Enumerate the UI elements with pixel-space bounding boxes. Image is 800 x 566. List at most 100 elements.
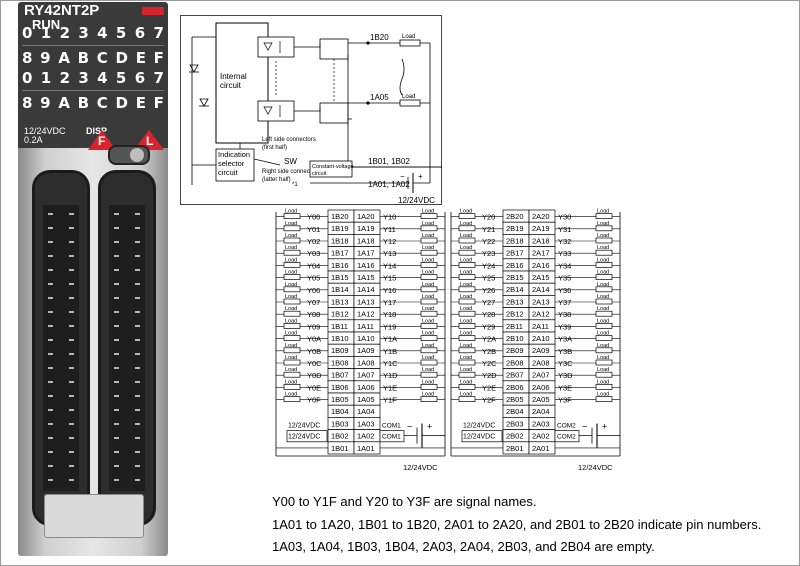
pin-number: 1A04 [357, 407, 375, 416]
transistor-icon [319, 102, 349, 124]
pin-number: 1A10 [357, 334, 375, 343]
signal-name: Y3B [558, 347, 572, 356]
connector-pin [114, 311, 119, 313]
pin-number: 2B12 [506, 310, 524, 319]
com-label: COM1 [382, 423, 401, 430]
pin-number: 1A07 [357, 371, 375, 380]
io-led: E [135, 94, 146, 112]
left-side-label-2: (first half) [262, 145, 287, 151]
supply-label: 12/24VDC [288, 434, 320, 441]
module-current: 0.2A [24, 135, 43, 145]
pin-number: 1B02 [331, 432, 349, 441]
load-label: Load [422, 282, 434, 288]
signal-name: Y38 [558, 310, 571, 319]
module-model: RY42NT2P [24, 2, 100, 19]
load-resistor-icon [595, 237, 613, 244]
load-resistor-icon [595, 274, 613, 280]
load-label: Load [460, 233, 472, 239]
pin-number: 2A03 [532, 419, 550, 428]
connector-pin [48, 409, 53, 411]
signal-name: Y0B [307, 347, 321, 356]
signal-name: Y22 [482, 237, 495, 246]
pin-number: 2A10 [532, 334, 550, 343]
connector-pin [135, 227, 140, 229]
load-label: Load [460, 318, 472, 324]
indication-label: Indication [218, 150, 250, 159]
io-led: F [153, 49, 164, 67]
load-label: Load [460, 392, 472, 398]
pin-number: 2A07 [532, 371, 550, 380]
supply-label: 12/24VDC [463, 434, 495, 441]
load-resistor-icon [283, 310, 301, 317]
pin-number: 1A05 [357, 395, 375, 404]
io-led: 3 [78, 24, 89, 42]
signal-name: Y00 [307, 213, 320, 222]
led-icon [199, 98, 209, 107]
connector-pin [48, 479, 53, 481]
load-resistor-icon [283, 396, 301, 402]
load-label: Load [597, 282, 609, 288]
pin-number: 2A12 [532, 310, 550, 319]
connector-pin [69, 339, 74, 341]
load-resistor-icon [420, 347, 438, 354]
io-led: 8 [22, 94, 33, 112]
load-resistor-icon [283, 371, 301, 378]
pin-number: 1B09 [331, 346, 349, 355]
pin-number: 1B07 [331, 371, 349, 380]
load-resistor-icon [283, 335, 301, 341]
load-label: Load [422, 294, 434, 300]
load-label: Load [422, 306, 434, 312]
disp-switch[interactable] [108, 145, 150, 165]
connector-pin [114, 409, 119, 411]
connector-pin [69, 465, 74, 467]
pin-number: 2A16 [532, 261, 550, 270]
pin-number: 2A08 [532, 358, 550, 367]
connector-pin [135, 465, 140, 467]
constant-voltage-box [309, 160, 353, 178]
load-resistor-icon [399, 39, 421, 47]
connector-pin [69, 423, 74, 425]
pin-number: 2B01 [506, 444, 524, 453]
minus-sign: − [400, 172, 405, 181]
connector-pin [135, 451, 140, 453]
connector-pin [48, 395, 53, 397]
signal-name: Y27 [482, 298, 495, 307]
photocoupler-icon [257, 36, 295, 58]
connector-pin [69, 325, 74, 327]
signal-name: Y05 [307, 274, 320, 283]
io-led: 6 [134, 24, 146, 42]
connector-pin [69, 227, 74, 229]
pins-1b01-1b02: 1B01, 1B02 [368, 157, 410, 166]
load-label: Load [460, 379, 472, 385]
signal-name: Y04 [307, 261, 320, 270]
led-separator [22, 45, 164, 46]
io-led: 9 [40, 49, 51, 67]
indication-label-2: selector [218, 159, 245, 168]
load-label: Load [285, 221, 297, 227]
pin-number: 2B18 [506, 236, 524, 245]
connector-pin [135, 269, 140, 271]
signal-name: Y2B [482, 347, 496, 356]
connector-pin [48, 353, 53, 355]
connector-pin [135, 241, 140, 243]
connector-pin [114, 255, 119, 257]
signal-name: Y1D [383, 371, 398, 380]
signal-name: Y0F [307, 396, 321, 405]
signal-name: Y1E [383, 383, 397, 392]
load-resistor-icon [420, 213, 438, 219]
load-resistor-icon [283, 347, 301, 354]
com-box [379, 430, 405, 443]
signal-name: Y2A [482, 335, 496, 344]
signal-name: Y36 [558, 286, 571, 295]
load-resistor-icon [595, 371, 613, 378]
com-label: COM2 [557, 423, 576, 430]
load-resistor-icon [458, 335, 476, 341]
connector-pin [114, 283, 119, 285]
connector-pin [48, 241, 53, 243]
pin-number: 1B20 [331, 212, 349, 221]
pin-number: 1A17 [357, 249, 375, 258]
load-label: Load [402, 34, 415, 40]
note-pin-numbers: 1A01 to 1A20, 1B01 to 1B20, 2A01 to 2A20… [272, 517, 762, 532]
signal-name: Y35 [558, 274, 571, 283]
